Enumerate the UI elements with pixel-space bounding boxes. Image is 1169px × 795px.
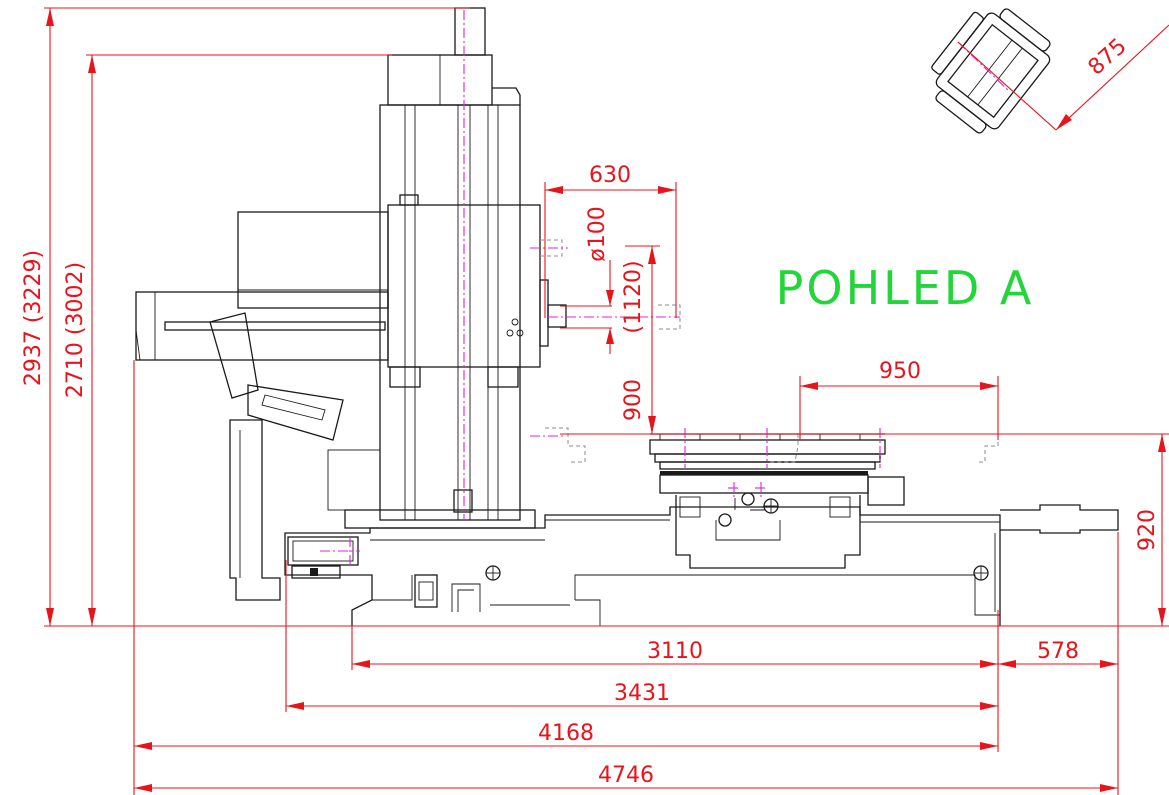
dim-d100: ø100 bbox=[585, 206, 610, 261]
dim-578: 578 bbox=[1037, 639, 1079, 664]
dim-4746: 4746 bbox=[598, 763, 654, 788]
dimension-lines bbox=[44, 7, 1169, 795]
dim-950: 950 bbox=[879, 359, 921, 384]
center-lines bbox=[320, 10, 1011, 568]
dim-2937: 2937 (3229) bbox=[21, 250, 46, 386]
dim-1120: (1120) bbox=[621, 260, 646, 333]
dim-4168: 4168 bbox=[538, 721, 594, 746]
dim-2710: 2710 (3002) bbox=[63, 262, 88, 398]
dim-630: 630 bbox=[589, 163, 631, 188]
machine-outline bbox=[135, 7, 1119, 626]
view-label: POHLED A bbox=[776, 261, 1035, 315]
dim-920: 920 bbox=[1135, 509, 1160, 551]
dimension-labels: 2937 (3229) 2710 (3002) 630 ø100 (1120) … bbox=[21, 34, 1160, 788]
dim-3431: 3431 bbox=[614, 681, 670, 706]
dim-900: 900 bbox=[621, 379, 646, 421]
dim-875: 875 bbox=[1084, 34, 1132, 81]
dim-3110: 3110 bbox=[647, 639, 703, 664]
